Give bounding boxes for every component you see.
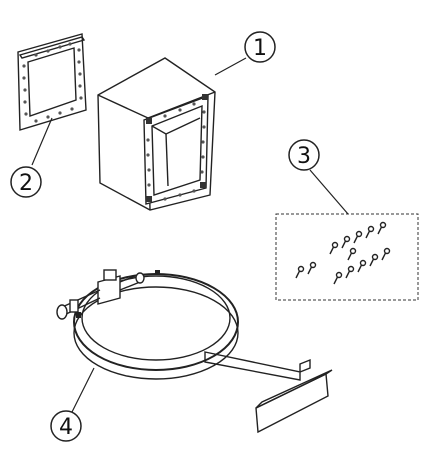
clamp-head bbox=[56, 269, 145, 320]
leader-line-4 bbox=[71, 367, 95, 413]
box-holes bbox=[146, 102, 206, 201]
callout-3: 3 bbox=[288, 139, 320, 171]
callout-2: 2 bbox=[10, 166, 42, 198]
bolt-kit bbox=[275, 213, 419, 301]
callout-number: 4 bbox=[59, 415, 73, 440]
callout-number: 3 bbox=[297, 144, 311, 169]
leader-line-1 bbox=[214, 57, 247, 76]
flange-holes bbox=[22, 42, 83, 123]
leader-lines bbox=[31, 57, 349, 413]
leader-line-3 bbox=[309, 169, 349, 215]
flange-frame bbox=[17, 33, 87, 131]
bolt-set bbox=[295, 221, 391, 285]
housing-box bbox=[97, 57, 216, 211]
leader-line-2 bbox=[31, 117, 53, 166]
callout-number: 2 bbox=[19, 171, 33, 196]
callout-number: 1 bbox=[253, 36, 267, 61]
callout-1: 1 bbox=[244, 31, 276, 63]
ring-clamp-bracket bbox=[56, 269, 333, 434]
callout-4: 4 bbox=[50, 410, 82, 442]
